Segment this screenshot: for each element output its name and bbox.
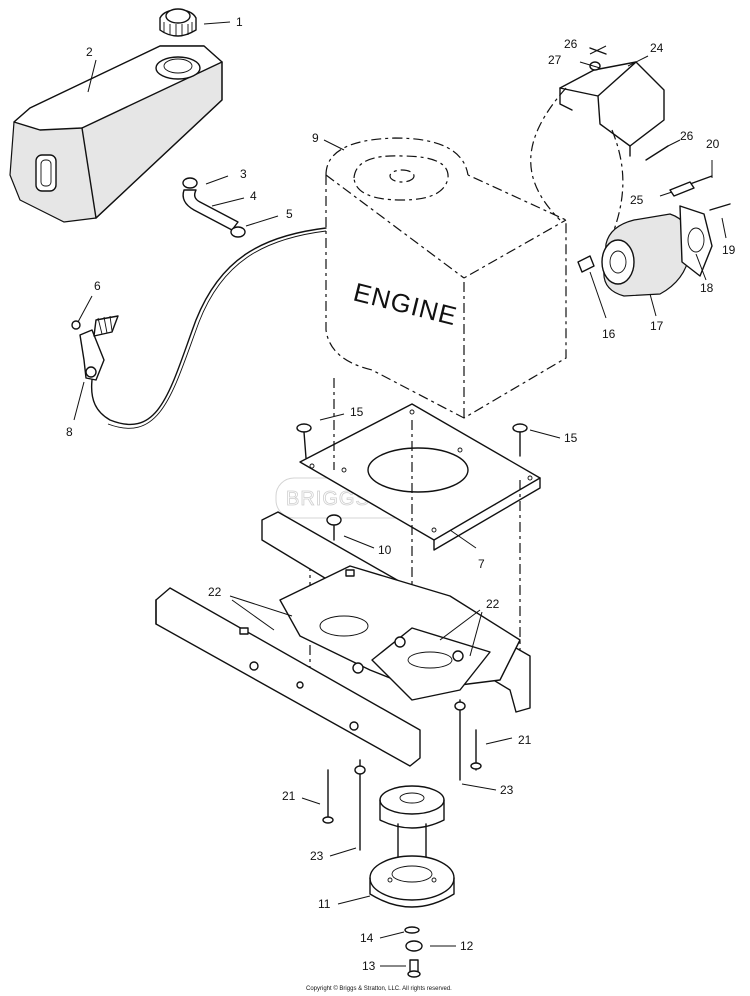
callout-21-left: 21 <box>282 789 296 803</box>
spindles <box>322 699 482 851</box>
fuel-cap <box>159 8 197 37</box>
muffler-bolts <box>589 47 731 211</box>
fuel-line <box>182 177 246 238</box>
callout-15-right: 15 <box>564 431 578 445</box>
callout-17: 17 <box>650 319 664 333</box>
callout-11: 11 <box>318 897 331 911</box>
muffler <box>577 205 713 297</box>
leader-lines <box>73 21 727 967</box>
chassis-frame <box>155 511 531 767</box>
callout-23-left: 23 <box>310 849 324 863</box>
callout-25: 25 <box>630 193 644 207</box>
callout-2: 2 <box>86 45 93 59</box>
callout-16: 16 <box>602 327 616 341</box>
callout-27: 27 <box>548 53 562 67</box>
callout-23-right: 23 <box>500 783 514 797</box>
muffler-shield <box>559 61 665 157</box>
callout-19: 19 <box>722 243 736 257</box>
callout-1: 1 <box>236 15 243 29</box>
callout-18: 18 <box>700 281 714 295</box>
callout-14: 14 <box>360 931 374 945</box>
throttle-control <box>71 227 327 429</box>
callout-22-right: 22 <box>486 597 500 611</box>
callout-15-left: 15 <box>350 405 364 419</box>
callout-9: 9 <box>312 131 319 145</box>
callout-4: 4 <box>250 189 257 203</box>
callout-6: 6 <box>94 279 101 293</box>
copyright-notice: Copyright © Briggs & Stratton, LLC. All … <box>306 985 452 992</box>
callout-21-right: 21 <box>518 733 532 747</box>
callout-22-left: 22 <box>208 585 222 599</box>
engine-label: ENGINE <box>351 277 461 332</box>
engine-plate <box>299 403 541 551</box>
pulley-hardware <box>404 926 423 978</box>
callout-26-top: 26 <box>564 37 578 51</box>
callout-20: 20 <box>706 137 720 151</box>
callout-24: 24 <box>650 41 664 55</box>
mount-bolts <box>296 423 528 541</box>
callout-26-right: 26 <box>680 129 694 143</box>
fuel-tank <box>9 45 223 223</box>
callout-8: 8 <box>66 425 73 439</box>
pulley <box>369 785 455 908</box>
callout-3: 3 <box>240 167 247 181</box>
callout-10: 10 <box>378 543 392 557</box>
callout-5: 5 <box>286 207 293 221</box>
callout-numbers: 1 2 3 4 5 6 8 9 24 26 27 26 20 25 19 18 … <box>66 15 736 973</box>
callout-7: 7 <box>478 557 485 571</box>
muffler-centerline <box>530 87 624 231</box>
callout-12: 12 <box>460 939 474 953</box>
engine: ENGINE <box>325 137 567 419</box>
callout-13: 13 <box>362 959 376 973</box>
